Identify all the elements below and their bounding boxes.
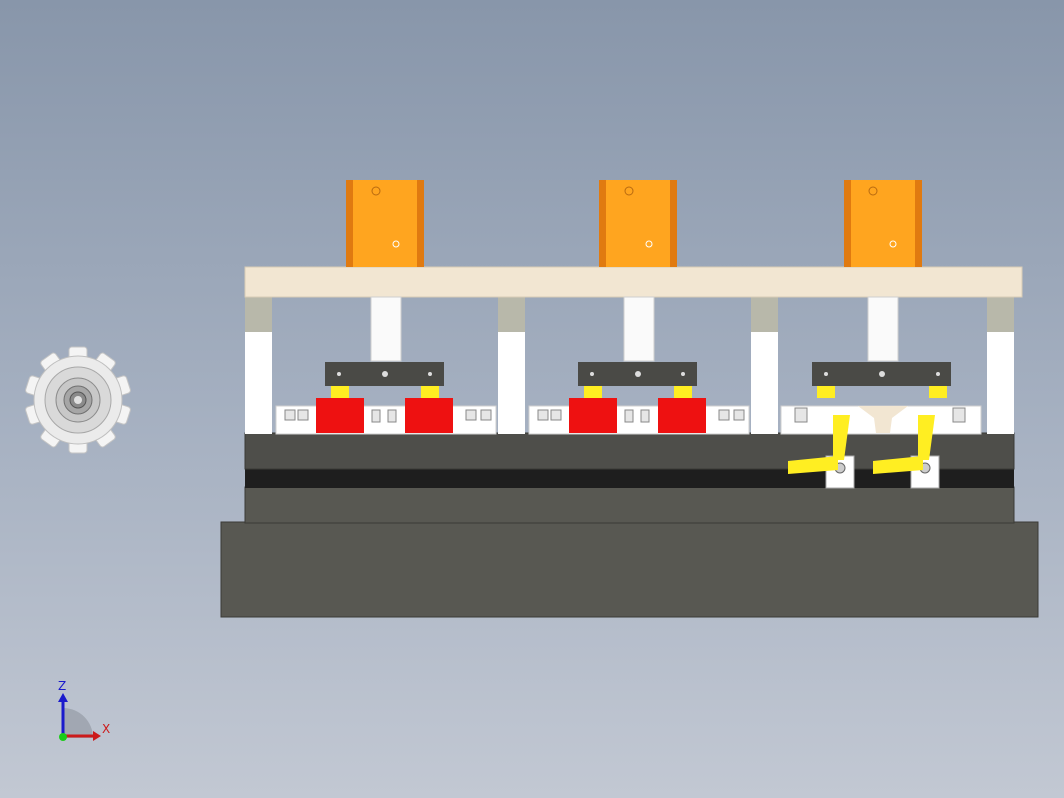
axis-x-label: X: [102, 722, 111, 736]
toggle-clamp-2: [873, 415, 940, 489]
rail-strip: [245, 468, 1014, 488]
piston-rod-1: [370, 296, 402, 362]
cylinder-2: [599, 180, 677, 267]
cylinder-3: [844, 180, 922, 267]
mid-plate: [244, 486, 1015, 524]
axis-z-label: Z: [58, 679, 67, 693]
piston-rod-2: [623, 296, 655, 362]
locator-wedge: [858, 406, 908, 433]
press-bar-2: [578, 362, 697, 386]
cylinder-1: [346, 180, 424, 267]
press-bar-1: [325, 362, 444, 386]
toggle-clamp-1: [788, 415, 855, 489]
workpiece-blocks: [316, 398, 706, 433]
support-pillars: [245, 296, 1014, 434]
proximity-sensors: [284, 407, 966, 423]
top-plate: [244, 266, 1023, 298]
pressure-pads: [331, 386, 947, 398]
press-bar-3: [812, 362, 951, 386]
piston-rod-3: [867, 296, 899, 362]
